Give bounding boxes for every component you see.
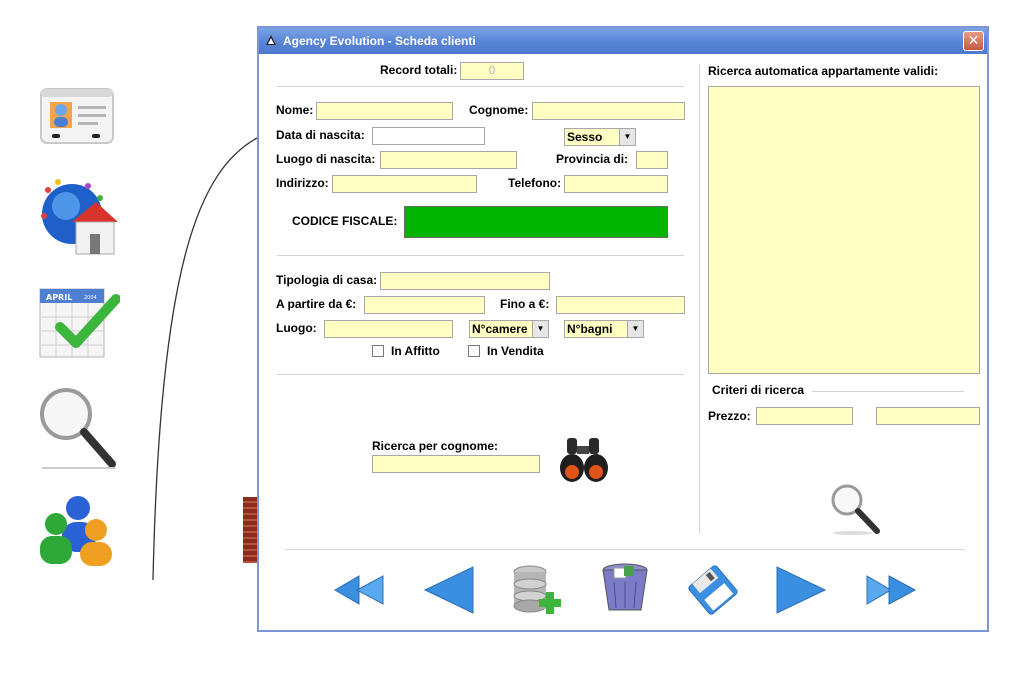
database-add-icon bbox=[513, 565, 561, 614]
affitto-label: In Affitto bbox=[391, 344, 440, 358]
data-nascita-label: Data di nascita: bbox=[276, 128, 365, 142]
prezzo-max-input[interactable] bbox=[876, 407, 980, 425]
divider bbox=[277, 86, 684, 87]
double-left-arrow-icon bbox=[334, 575, 384, 605]
a-partire-input[interactable] bbox=[364, 296, 485, 314]
luogo-label: Luogo: bbox=[276, 321, 317, 335]
search-icon[interactable] bbox=[827, 482, 881, 536]
first-record-button[interactable] bbox=[331, 562, 391, 618]
record-totals-field: 0 bbox=[460, 62, 524, 80]
users-icon[interactable] bbox=[38, 490, 118, 570]
chevron-down-icon: ▼ bbox=[532, 321, 548, 337]
divider bbox=[285, 549, 965, 550]
save-record-button[interactable] bbox=[683, 562, 743, 618]
delete-record-button[interactable] bbox=[595, 560, 655, 616]
indirizzo-label: Indirizzo: bbox=[276, 176, 329, 190]
right-arrow-icon bbox=[776, 566, 827, 614]
codice-fiscale-field[interactable] bbox=[404, 206, 668, 238]
record-totals-label: Record totali: bbox=[380, 63, 458, 77]
fino-input[interactable] bbox=[556, 296, 685, 314]
double-right-arrow-icon bbox=[866, 575, 917, 605]
data-nascita-input[interactable] bbox=[372, 127, 485, 145]
provincia-input[interactable] bbox=[636, 151, 668, 169]
luogo-input[interactable] bbox=[324, 320, 453, 338]
ricerca-automatica-label: Ricerca automatica appartamente validi: bbox=[708, 64, 939, 78]
binoculars-icon[interactable] bbox=[559, 436, 609, 484]
criteri-label: Criteri di ricerca bbox=[712, 383, 805, 397]
client-card-window: Agency Evolution - Scheda clienti ✕ Reco… bbox=[257, 26, 989, 632]
magnifier-icon[interactable] bbox=[38, 384, 118, 469]
divider bbox=[277, 374, 684, 375]
results-list[interactable] bbox=[708, 86, 980, 374]
window-content: Record totali: 0 Nome: Cognome: Data di … bbox=[259, 54, 987, 630]
telefono-input[interactable] bbox=[564, 175, 668, 193]
bagni-select[interactable]: N°bagni ▼ bbox=[564, 320, 644, 338]
affitto-checkbox[interactable] bbox=[372, 345, 384, 357]
camere-select[interactable]: N°camere ▼ bbox=[469, 320, 549, 338]
codice-fiscale-label: CODICE FISCALE: bbox=[292, 214, 398, 228]
chevron-down-icon: ▼ bbox=[627, 321, 643, 337]
nome-input[interactable] bbox=[316, 102, 453, 120]
cognome-label: Cognome: bbox=[469, 103, 529, 117]
luogo-nascita-label: Luogo di nascita: bbox=[276, 152, 376, 166]
calendar-month: APRIL bbox=[46, 293, 72, 302]
divider bbox=[277, 255, 684, 256]
calendar-check-icon[interactable]: APRIL 2004 bbox=[38, 285, 121, 365]
prezzo-min-input[interactable] bbox=[756, 407, 853, 425]
a-partire-label: A partire da €: bbox=[276, 297, 357, 311]
add-record-button[interactable] bbox=[507, 562, 567, 618]
last-record-button[interactable] bbox=[859, 562, 919, 618]
contact-card-icon[interactable] bbox=[38, 86, 118, 166]
app-icon bbox=[266, 35, 276, 45]
title-bar[interactable]: Agency Evolution - Scheda clienti ✕ bbox=[259, 28, 987, 54]
bagni-value: N°bagni bbox=[567, 322, 613, 336]
sesso-select[interactable]: Sesso ▼ bbox=[564, 128, 636, 146]
camere-value: N°camere bbox=[472, 322, 528, 336]
floppy-disk-icon bbox=[688, 565, 738, 615]
ricerca-cognome-input[interactable] bbox=[372, 455, 540, 473]
nome-label: Nome: bbox=[276, 103, 314, 117]
tipologia-input[interactable] bbox=[380, 272, 550, 290]
provincia-label: Provincia di: bbox=[556, 152, 629, 166]
globe-house-icon[interactable] bbox=[38, 176, 118, 256]
left-arrow-icon bbox=[423, 566, 474, 614]
luogo-nascita-input[interactable] bbox=[380, 151, 517, 169]
cognome-input[interactable] bbox=[532, 102, 685, 120]
window-title: Agency Evolution - Scheda clienti bbox=[283, 34, 476, 48]
calendar-year: 2004 bbox=[84, 295, 97, 301]
previous-record-button[interactable] bbox=[419, 562, 479, 618]
trash-bin-icon bbox=[602, 563, 648, 611]
ricerca-cognome-label: Ricerca per cognome: bbox=[372, 439, 499, 453]
close-button[interactable]: ✕ bbox=[963, 31, 984, 51]
fino-label: Fino a €: bbox=[500, 297, 550, 311]
prezzo-label: Prezzo: bbox=[708, 409, 751, 423]
panel-divider bbox=[699, 64, 700, 534]
vendita-checkbox[interactable] bbox=[468, 345, 480, 357]
next-record-button[interactable] bbox=[771, 562, 831, 618]
indirizzo-input[interactable] bbox=[332, 175, 477, 193]
vendita-label: In Vendita bbox=[487, 344, 544, 358]
sesso-value: Sesso bbox=[567, 130, 603, 144]
chevron-down-icon: ▼ bbox=[619, 129, 635, 145]
tipologia-label: Tipologia di casa: bbox=[276, 273, 378, 287]
background-strip bbox=[243, 497, 257, 563]
telefono-label: Telefono: bbox=[508, 176, 562, 190]
divider bbox=[812, 391, 964, 392]
